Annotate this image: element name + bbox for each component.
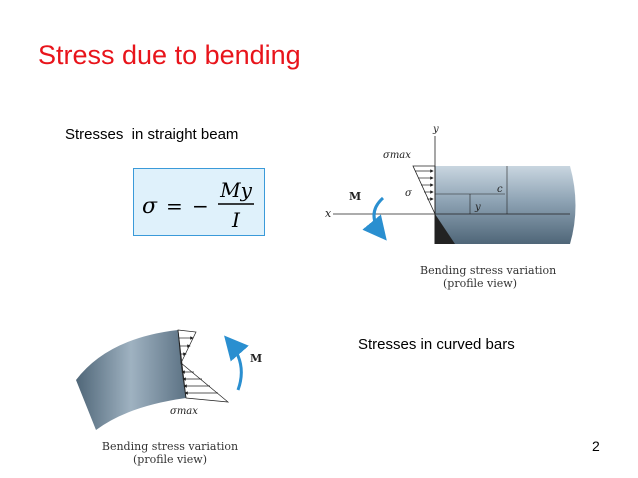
curved-stress-top: [177, 329, 197, 365]
curved-bar-body: [76, 330, 186, 430]
straight-beam-body: [435, 166, 576, 244]
curved-caption-line2: (profile view): [132, 453, 208, 466]
slide-title: Stress due to bending: [38, 40, 301, 70]
formula-minus: −: [192, 194, 209, 218]
moment-arrow-icon: [362, 196, 387, 241]
straight-beam-label: Stresses in straight beam: [65, 126, 239, 143]
sigma-label: σ: [405, 188, 413, 199]
bending-formula-box: σ = − My I: [133, 168, 265, 236]
curved-moment-arrow-icon: [224, 335, 249, 391]
bending-formula: σ = − My I: [142, 178, 254, 232]
curved-stress-bottom: [180, 362, 230, 403]
formula-denominator: I: [231, 208, 241, 232]
straight-caption-line1: Bending stress variation: [420, 264, 557, 277]
c-label: c: [497, 184, 503, 195]
straight-beam-diagram: y x σmax σ M c y: [325, 124, 576, 244]
curved-bar-diagram: M σmax: [76, 329, 262, 430]
curved-caption-line1: Bending stress variation: [101, 440, 239, 453]
formula-sigma: σ: [142, 194, 158, 219]
curved-bar-label: Stresses in curved bars: [358, 336, 515, 353]
straight-caption: Bending stress variation (profile view): [420, 264, 557, 290]
formula-equals: =: [166, 194, 183, 218]
page-number: 2: [592, 438, 600, 454]
formula-numerator: My: [219, 178, 252, 202]
curved-sigma-max-label: σmax: [170, 406, 198, 417]
sigma-max-label: σmax: [383, 150, 411, 161]
curved-moment-label: M: [250, 352, 262, 365]
moment-label: M: [349, 190, 361, 203]
y-dim-label: y: [474, 202, 481, 213]
stress-arrows: [415, 169, 434, 201]
x-axis-label: x: [325, 207, 332, 220]
stress-triangle-bottom: [435, 214, 455, 244]
straight-caption-line2: (profile view): [442, 277, 518, 290]
curved-stress-arrows: [179, 336, 218, 395]
stress-triangle-top: [412, 165, 436, 215]
curved-caption: Bending stress variation (profile view): [100, 440, 240, 466]
y-axis-label: y: [432, 124, 439, 135]
